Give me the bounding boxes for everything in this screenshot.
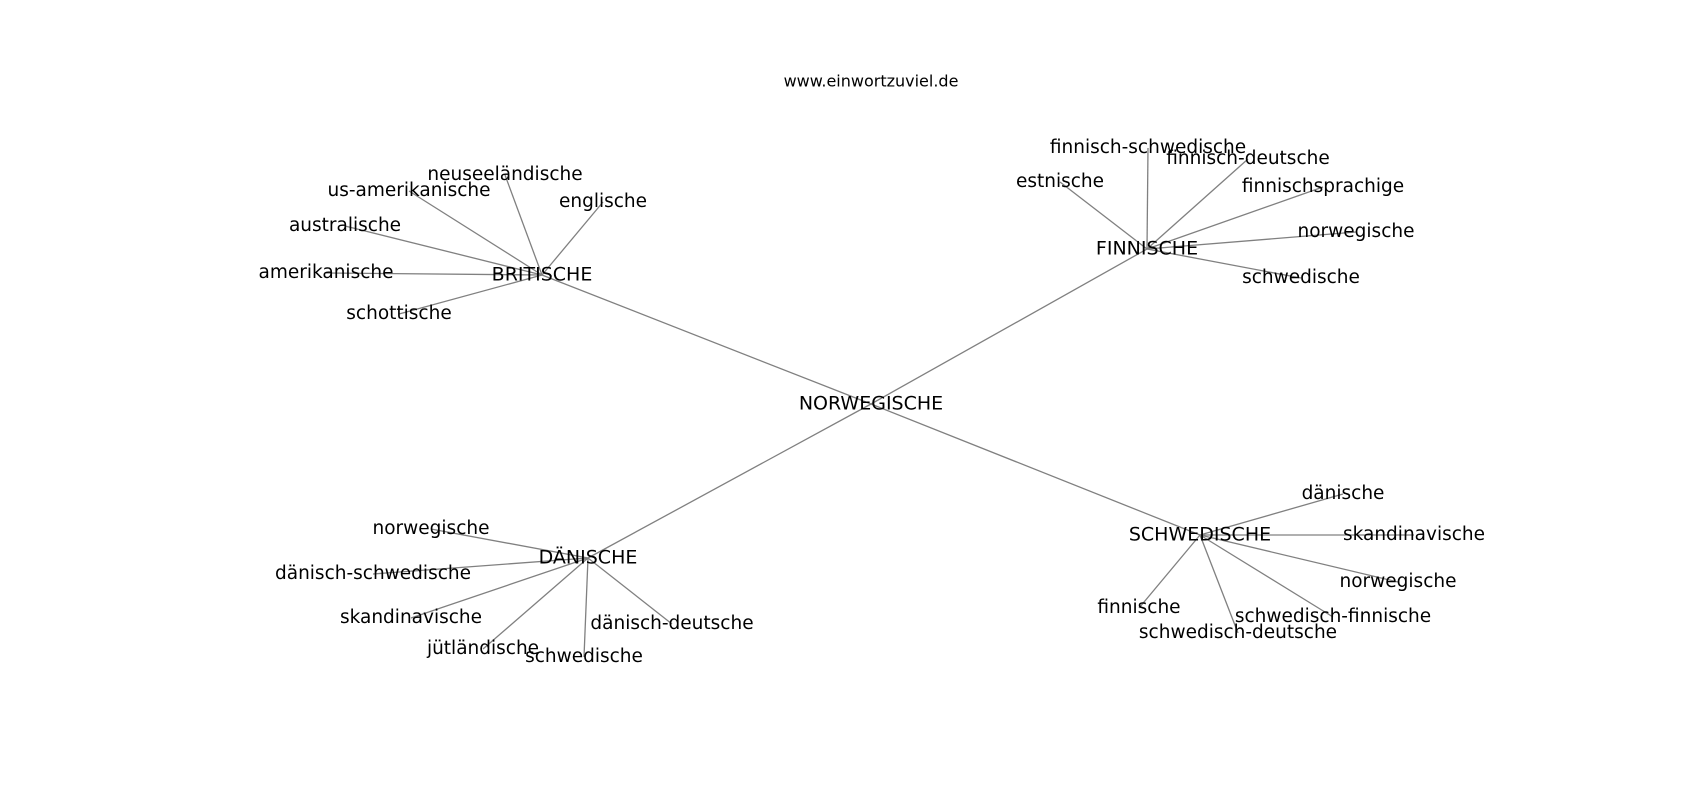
leaf-edge	[1146, 248, 1302, 279]
leaf-node: finnischsprachige	[1242, 176, 1404, 197]
leaf-node: finnische	[1097, 597, 1180, 618]
nodes: NORWEGISCHE BRITISCHE neuseeländischeus-am…	[259, 137, 1486, 667]
cluster-node: DÄNISCHE	[539, 546, 638, 569]
leaf-node: dänisch-schwedische	[275, 563, 471, 584]
cluster-node: SCHWEDISCHE	[1129, 524, 1271, 546]
leaf-node: englische	[559, 191, 647, 212]
leaf-edge	[1146, 158, 1249, 250]
leaf-edge	[410, 557, 589, 619]
leaf-node: norwegische	[373, 518, 490, 539]
center-edge	[541, 274, 872, 405]
leaf-node: jütländische	[426, 638, 539, 659]
edges	[325, 147, 1414, 658]
leaf-edge	[372, 557, 589, 575]
leaf-node: dänische	[1302, 483, 1385, 504]
leaf-node: estnische	[1016, 171, 1104, 192]
leaf-node: schwedisch-finnische	[1235, 606, 1431, 627]
center-edge	[870, 248, 1148, 405]
leaf-node: neuseeländische	[427, 164, 582, 185]
leaf-edge	[408, 190, 543, 276]
leaf-node: amerikanische	[259, 262, 394, 283]
center-node: NORWEGISCHE	[799, 393, 943, 415]
leaf-node: schwedische	[525, 646, 643, 667]
leaf-node: finnisch-schwedische	[1050, 137, 1246, 158]
leaf-node: norwegische	[1298, 221, 1415, 242]
leaf-node: dänisch-deutsche	[590, 613, 753, 634]
leaf-edge	[1146, 231, 1357, 250]
leaf-edge	[325, 272, 543, 276]
leaf-edge	[1059, 181, 1148, 250]
leaf-edge	[504, 174, 543, 276]
leaf-edge	[344, 225, 543, 276]
leaf-node: norwegische	[1340, 571, 1457, 592]
leaf-node: australische	[289, 215, 401, 236]
cluster-node: FINNISCHE	[1096, 238, 1198, 260]
leaf-edge	[1199, 534, 1239, 634]
leaf-edge	[541, 201, 604, 276]
leaf-node: schwedisch-deutsche	[1139, 622, 1337, 643]
cluster-node: BRITISCHE	[492, 264, 593, 286]
leaf-node: finnisch-deutsche	[1166, 148, 1329, 169]
leaf-node: schwedische	[1242, 267, 1360, 288]
leaf-edge	[430, 528, 589, 559]
leaf-edge	[583, 557, 589, 658]
leaf-node: skandinavische	[340, 607, 482, 628]
source-label: www.einwortzuviel.de	[784, 72, 959, 91]
center-edge	[587, 403, 872, 559]
leaf-edge	[1138, 534, 1201, 609]
leaf-edge	[587, 557, 673, 625]
leaf-edge	[1199, 534, 1399, 583]
leaf-edge	[1146, 147, 1149, 250]
leaf-node: us-amerikanische	[327, 180, 490, 201]
center-edge	[870, 403, 1201, 536]
leaf-edge	[482, 557, 589, 650]
leaf-edge	[1199, 493, 1344, 536]
leaf-edge	[1146, 186, 1324, 250]
leaf-node: skandinavische	[1343, 524, 1485, 545]
leaf-edge	[398, 274, 543, 315]
leaf-node: schottische	[346, 303, 451, 324]
leaf-edge	[1199, 534, 1334, 618]
